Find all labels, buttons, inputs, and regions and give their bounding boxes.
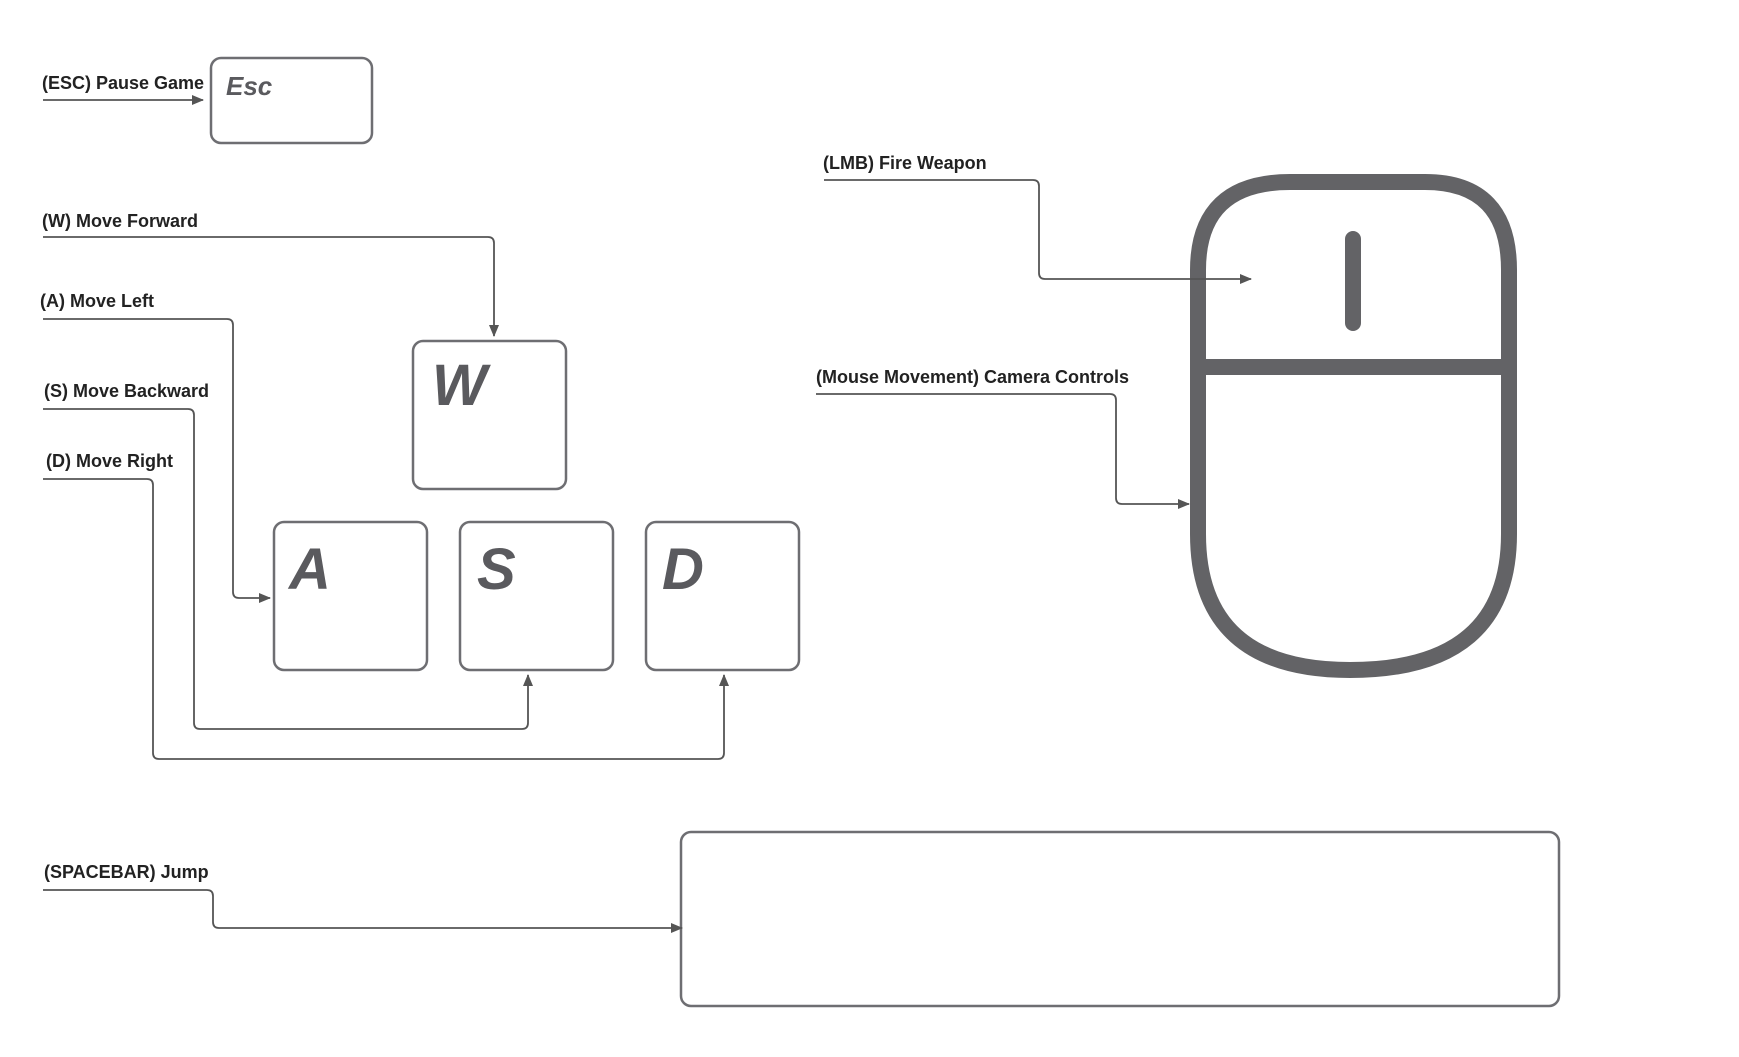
a-key-label: A: [287, 537, 331, 602]
s-connector: [43, 408, 533, 730]
a-connector: [43, 318, 271, 603]
mouse-movement-connector: [816, 393, 1190, 509]
a-key: A: [272, 520, 429, 672]
w-connector: [43, 236, 499, 337]
d-label: (D) Move Right: [46, 451, 173, 471]
mouse-icon: [1190, 174, 1517, 678]
esc-key: Esc: [209, 56, 374, 145]
s-key: S: [458, 520, 615, 672]
esc-label: (ESC) Pause Game: [42, 73, 204, 93]
lmb-label: (LMB) Fire Weapon: [823, 153, 987, 173]
d-key: D: [644, 520, 801, 672]
d-key-label: D: [662, 537, 704, 602]
w-label: (W) Move Forward: [42, 211, 198, 231]
a-label: (A) Move Left: [40, 291, 154, 311]
s-key-label: S: [477, 537, 516, 602]
connectors: [43, 95, 1252, 933]
spacebar-key: [679, 830, 1561, 1008]
w-key: W: [411, 339, 568, 491]
d-connector: [43, 478, 729, 760]
spacebar-connector: [43, 889, 683, 933]
spacebar-label: (SPACEBAR) Jump: [44, 862, 209, 882]
s-label: (S) Move Backward: [44, 381, 209, 401]
esc-key-label: Esc: [226, 71, 273, 101]
mouse-movement-label: (Mouse Movement) Camera Controls: [816, 367, 1129, 387]
w-key-label: W: [432, 353, 491, 418]
lmb-connector: [824, 179, 1252, 284]
